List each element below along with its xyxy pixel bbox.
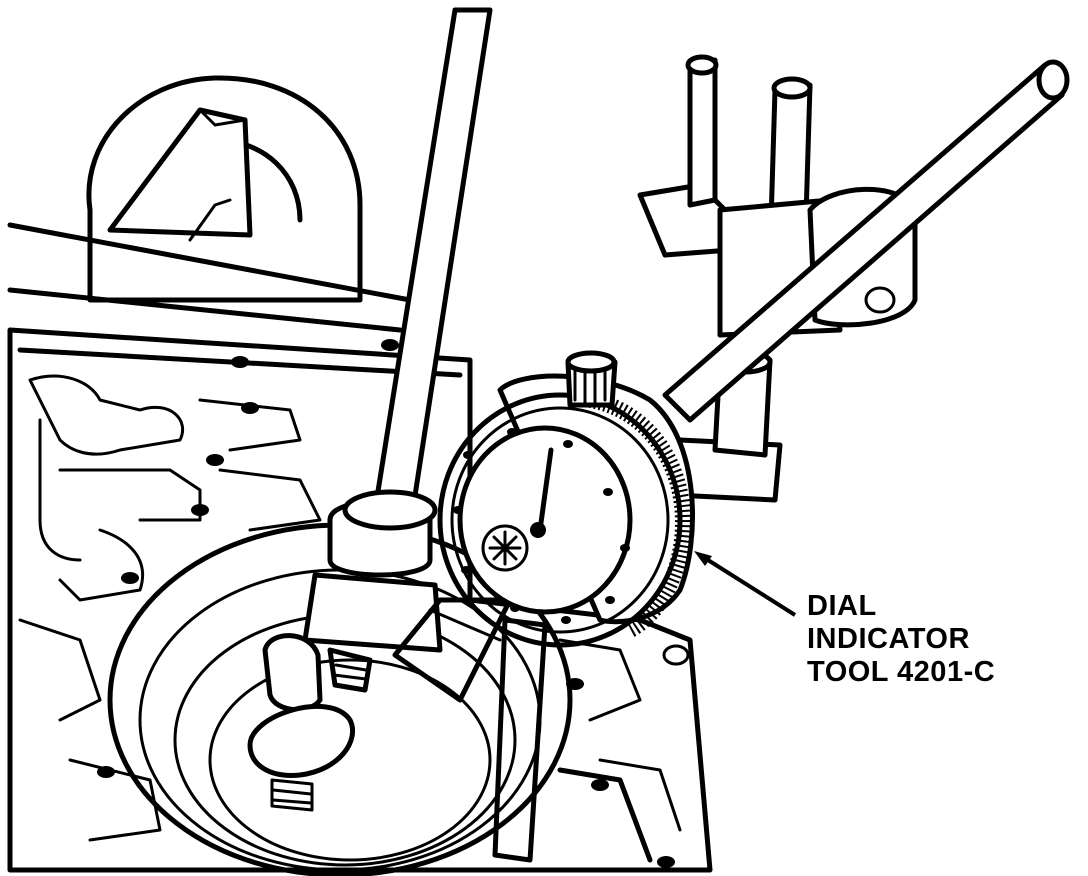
callout-label: DIAL INDICATOR TOOL 4201-C xyxy=(807,590,1067,689)
upper-housing xyxy=(7,75,423,333)
dial-indicator xyxy=(437,350,695,648)
extension-rod xyxy=(302,7,493,693)
magnetic-stand xyxy=(637,54,918,503)
support-arm xyxy=(662,59,1070,423)
callout-line-2: INDICATOR xyxy=(807,623,970,655)
callout-line-1: DIAL xyxy=(807,590,877,622)
callout-line-3: TOOL 4201-C xyxy=(807,656,996,688)
callout-leader xyxy=(694,551,797,617)
clamp-nut xyxy=(247,633,355,812)
